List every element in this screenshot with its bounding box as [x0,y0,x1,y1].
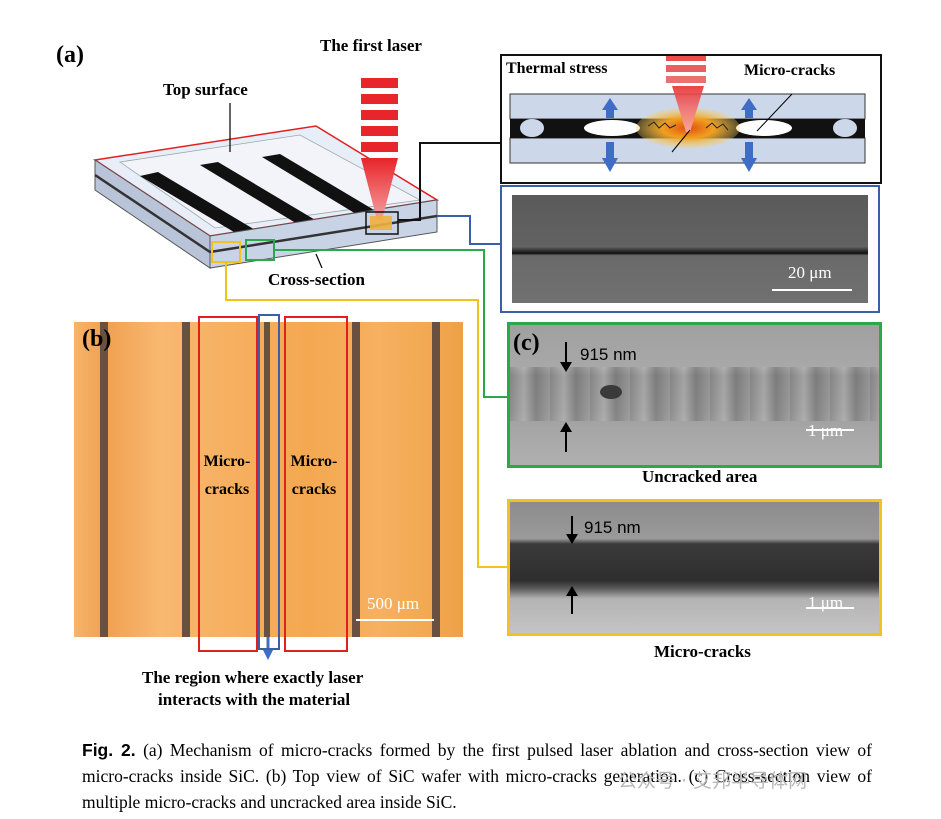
scale-bar-500 [356,619,434,621]
scale-1um-microcracks: 1 μm [808,593,844,612]
thickness-arrows-microcracks [566,516,578,614]
channel-1 [140,172,262,238]
thickness-label-uncracked: 915 nm [580,345,637,364]
scale-20um: 20 μm [788,263,832,282]
panel-b-letter: (b) [82,326,112,352]
black-selection-box [365,211,399,235]
scale-1um-uncracked: 1 μm [808,421,844,440]
cross-section-label: Cross-section [268,270,365,289]
laser-beam [361,78,398,230]
sem-micro-cracks [507,499,882,636]
watermark: 公众号 · 艾邦半导体网 [618,770,808,792]
connector-blue [437,215,508,245]
micro-cracks-text-right: Micro- cracks [290,453,338,498]
figure-number: Fig. 2. [82,740,136,760]
top-view-micrograph [74,322,463,637]
thickness-label-microcracks: 915 nm [584,518,641,537]
micro-cracks-text-left: Micro- cracks [203,453,251,498]
channel-3 [262,154,384,220]
laser-region-caption-line2: interacts with the material [158,690,351,709]
thermal-stress-diagram [509,56,866,172]
figure-caption: Fig. 2. (a) Mechanism of micro-cracks fo… [82,737,872,815]
uncracked-area-label: Uncracked area [642,467,758,486]
panel-c-letter: (c) [513,330,540,356]
scale-500um: 500 μm [367,594,420,613]
connector-black [398,142,500,221]
caption-text: (a) Mechanism of micro-cracks formed by … [82,740,872,812]
thermal-stress-label: Thermal stress [506,60,608,77]
laser-region-box [258,314,280,650]
connector-yellow [225,262,508,568]
panel-a-letter: (a) [56,42,84,68]
top-surface-label: Top surface [163,80,248,99]
micro-cracks-label: Micro-cracks [654,642,751,661]
micro-cracks-box-right [284,316,348,652]
channel-2 [200,162,322,228]
sem-cross-section-20um: 20 μm [500,185,880,313]
micro-cracks-box-left [198,316,258,652]
thickness-arrows-uncracked [560,342,572,452]
micro-cracks-top-label: Micro-cracks [744,62,836,79]
first-laser-label: The first laser [320,36,422,55]
laser-region-caption-line1: The region where exactly laser [142,668,364,687]
sem-uncracked [507,322,882,468]
connector-green [274,249,508,398]
